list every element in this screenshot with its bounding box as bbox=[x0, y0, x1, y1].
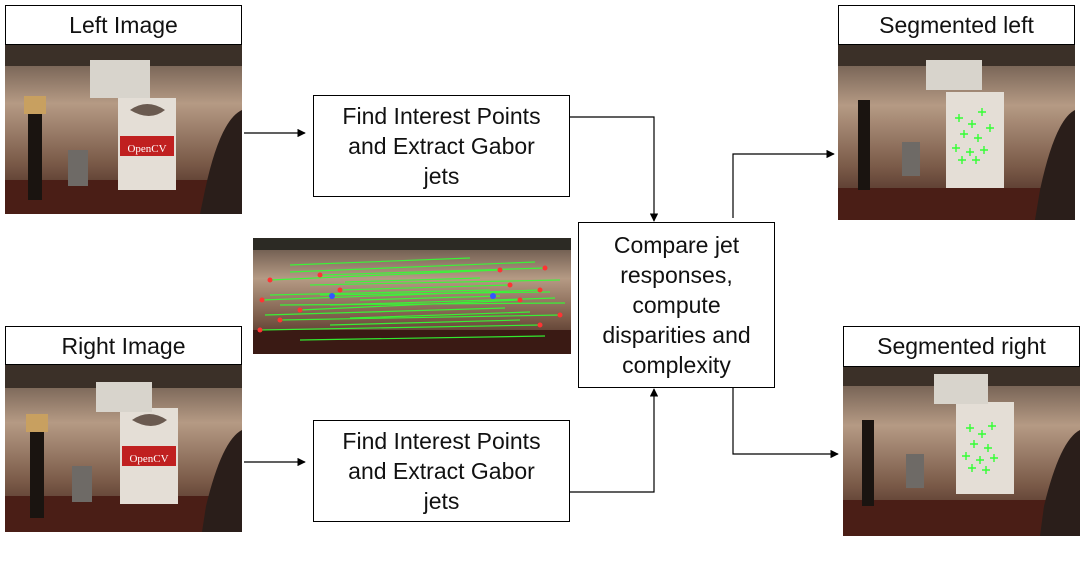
segmented-right-label: Segmented right bbox=[843, 326, 1080, 367]
arrow-compare-to-seg-right bbox=[732, 388, 839, 459]
arrow-find-bottom-to-compare bbox=[570, 388, 659, 493]
arrow-compare-to-seg-left bbox=[732, 149, 835, 218]
left-image-label: Left Image bbox=[5, 5, 242, 45]
right-image-label: Right Image bbox=[5, 326, 242, 365]
segmented-left-label: Segmented left bbox=[838, 5, 1075, 45]
segmented-right-photo bbox=[843, 366, 1080, 536]
matches-photo bbox=[253, 238, 571, 354]
find-interest-points-top-box: Find Interest Points and Extract Gabor j… bbox=[313, 95, 570, 197]
find-interest-points-bottom-box: Find Interest Points and Extract Gabor j… bbox=[313, 420, 570, 522]
connectors bbox=[244, 116, 839, 493]
segmented-left-photo bbox=[838, 44, 1075, 220]
right-image-photo: OpenCV bbox=[5, 364, 242, 532]
book-title-left: OpenCV bbox=[127, 143, 166, 155]
left-image-photo: OpenCV bbox=[5, 44, 242, 214]
compare-jet-responses-box: Compare jet responses, compute dispariti… bbox=[578, 222, 775, 388]
book-title-right: OpenCV bbox=[129, 453, 168, 465]
arrow-find-top-to-compare bbox=[570, 116, 659, 222]
